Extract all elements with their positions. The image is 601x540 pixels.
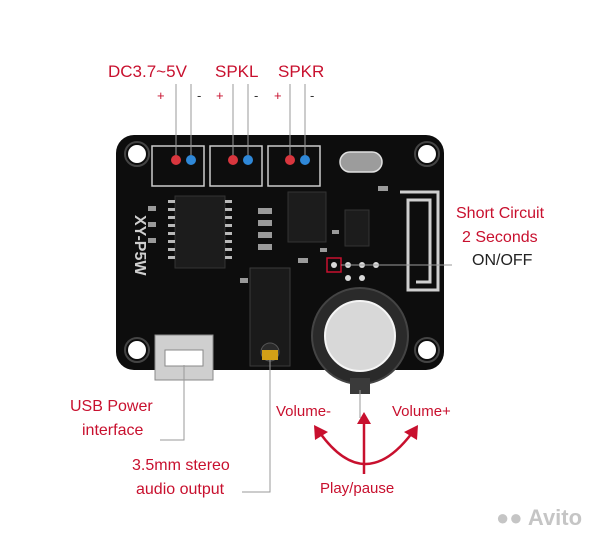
pin-spkl-plus: [228, 155, 238, 165]
label-usb-2: interface: [82, 422, 144, 439]
label-dc: DC3.7~5V: [108, 62, 187, 81]
label-short-circuit-2: 2 Seconds: [462, 229, 538, 246]
small-chip: [344, 209, 370, 247]
usb-leader: [160, 365, 185, 441]
antenna-trace: [400, 190, 440, 292]
label-spkl: SPKL: [215, 62, 259, 81]
pin-dc-minus: [186, 155, 196, 165]
smd-components: [148, 186, 388, 283]
pin-spkl-minus: [243, 155, 253, 165]
label-play-pause: Play/pause: [320, 480, 395, 497]
label-volume-plus: Volume+: [392, 403, 451, 420]
spkr-minus: -: [310, 88, 315, 103]
watermark-text: Avito: [527, 505, 583, 530]
pin-headers: [151, 145, 321, 187]
amp-chip: [174, 195, 226, 269]
spkl-plus: +: [216, 88, 224, 103]
usb-port-inner: [164, 349, 204, 367]
label-short-circuit-3: ON/OFF: [472, 252, 533, 269]
label-audio-1: 3.5mm stereo: [132, 457, 230, 474]
dc-minus: -: [197, 88, 202, 103]
pin-spkr-minus: [300, 155, 310, 165]
watermark-logo-icon: ●●: [496, 505, 523, 530]
callout-lines: [160, 264, 452, 493]
spkl-minus: -: [254, 88, 259, 103]
rotary-encoder-tab: [350, 378, 370, 394]
rotary-encoder-knob: [324, 300, 396, 372]
label-volume-minus: Volume-: [276, 403, 332, 420]
control-arrows: [318, 422, 413, 474]
pin-dc-plus: [171, 155, 181, 165]
spkr-plus: +: [274, 88, 282, 103]
label-usb-1: USB Power: [70, 398, 153, 415]
board-silkscreen: XY-P5W: [131, 215, 148, 276]
label-spkr: SPKR: [278, 62, 325, 81]
mounting-holes: [124, 141, 440, 363]
amp-chip-pins: [168, 200, 232, 259]
pin-spkr-plus: [285, 155, 295, 165]
arrow-heads: [314, 412, 418, 440]
pin-leader-lines: [175, 84, 306, 155]
dc-plus: +: [157, 88, 165, 103]
audio-leader: [242, 360, 271, 493]
label-audio-2: audio output: [136, 481, 225, 498]
audio-jack-pin: [262, 350, 278, 360]
bt-chip: [287, 191, 327, 243]
label-short-circuit-1: Short Circuit: [456, 205, 545, 222]
crystal: [339, 151, 383, 173]
watermark: ●● Avito: [496, 505, 582, 531]
